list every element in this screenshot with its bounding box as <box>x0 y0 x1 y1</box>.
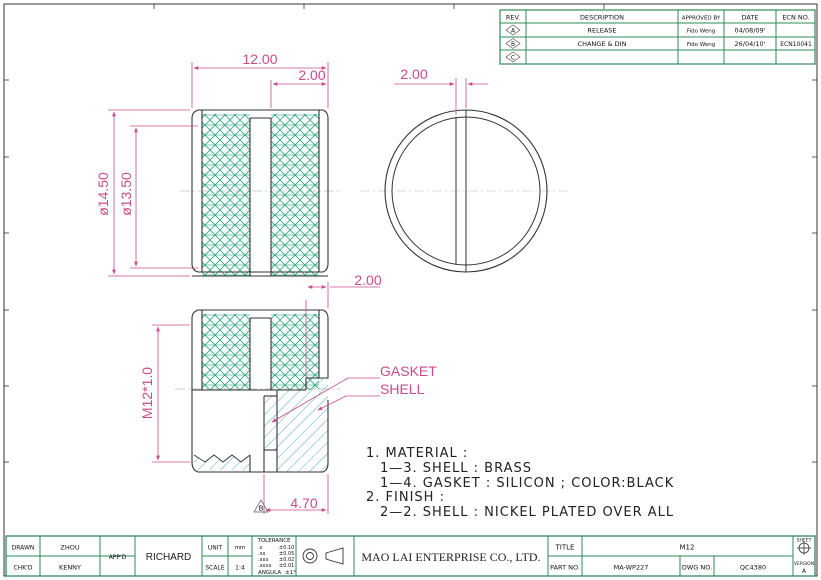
rev-header-ecn: ECN NO. <box>782 14 809 22</box>
front-view <box>180 109 340 277</box>
note-material: 1. MATERIAL : <box>366 446 468 461</box>
scale-value: 1:4 <box>235 565 245 572</box>
title-label: TITLE <box>555 544 575 552</box>
revision-table: REV. DESCRIPTION APPROVED BY DATE ECN NO… <box>499 9 816 65</box>
approved-by: RICHARD <box>146 552 192 563</box>
note-gasket-material: 1—4. GASKET : SILICON ; COLOR:BLACK <box>380 476 674 491</box>
tol-xxxx-precision: .xxxx <box>258 563 271 569</box>
angle-value: ±1° <box>285 570 296 576</box>
company-name: MAO LAI ENTERPRISE CO., LTD. <box>361 550 540 564</box>
approved-label: APP'D <box>109 554 127 561</box>
title-block: DRAWN ZHOU CHK'D KENNY APP'D RICHARD UNI… <box>5 535 816 577</box>
rev-b-ecn: ECN10041 <box>780 41 812 48</box>
section-knurl-left <box>202 314 250 390</box>
note-shell-material: 1—3. SHELL : BRASS <box>380 461 532 476</box>
title-value: M12 <box>680 544 695 552</box>
dim-thread-length: 4.70 <box>290 495 317 511</box>
rev-header-date: DATE <box>742 14 759 22</box>
part-value: MA-WP227 <box>614 564 649 572</box>
shell-section-hatch <box>277 378 328 472</box>
section-rev-label: B <box>259 505 264 513</box>
version-value: A <box>802 568 807 575</box>
thread-hatch <box>194 455 250 470</box>
sheet-crosshair-icon <box>797 541 811 555</box>
section-knurl-right <box>271 314 319 390</box>
rev-b-label: B <box>511 41 515 48</box>
drawn-label: DRAWN <box>12 545 35 552</box>
tol-xx-value: ±0.05 <box>279 551 294 557</box>
dwg-label: DWG NO. <box>682 564 712 572</box>
rev-c-label: C <box>511 55 515 62</box>
knurl-left <box>202 114 250 276</box>
note-finish: 2. FINISH : <box>366 490 445 505</box>
rev-b-description: CHANGE & DIN <box>578 40 627 48</box>
section-rev-marker <box>253 499 269 513</box>
dim-inner-diameter: ø13.50 <box>118 172 134 216</box>
sheet-label: SHEET <box>797 538 812 544</box>
dim-thread: M12*1.0 <box>139 367 155 419</box>
checked-by: KENNY <box>59 564 81 572</box>
rev-header-rev: REV. <box>506 14 520 22</box>
tolerance-label: TOLERANCE <box>256 538 291 544</box>
section-view <box>175 309 340 473</box>
rev-a-marker <box>505 24 521 36</box>
rev-a-label: A <box>511 28 516 35</box>
front-view-dimensions: 12.00 2.00 ø14.50 ø13.50 <box>95 51 329 277</box>
end-view: 2.00 <box>360 66 570 273</box>
callout-gasket: GASKET <box>380 363 437 379</box>
gasket-section-hatch <box>264 396 277 450</box>
dim-overall-length: 12.00 <box>242 51 277 67</box>
rev-a-approved: Fido Weng <box>687 29 715 35</box>
callout-shell: SHELL <box>380 381 425 397</box>
unit-value: mm <box>235 545 246 551</box>
rev-c-marker <box>505 51 521 63</box>
checked-label: CHK'D <box>14 565 33 572</box>
part-label: PART NO. <box>550 564 580 572</box>
scale-label: SCALE <box>205 565 224 572</box>
dim-outer-diameter: ø14.50 <box>95 172 111 216</box>
rev-header-description: DESCRIPTION <box>580 14 624 22</box>
version-label: VERSION <box>794 561 814 567</box>
dim-section-step: 2.00 <box>354 272 381 288</box>
unit-label: UNIT <box>208 545 223 552</box>
drawn-by: ZHOU <box>60 544 79 552</box>
dim-end-view-slot: 2.00 <box>400 66 427 82</box>
tol-xxxx-value: ±0.01 <box>279 563 294 569</box>
note-shell-finish: 2—2. SHELL : NICKEL PLATED OVER ALL <box>380 505 674 520</box>
tol-x-value: ±0.10 <box>279 545 294 551</box>
dwg-value: QC4380 <box>740 564 766 572</box>
rev-b-date: 26/04/10' <box>735 40 766 48</box>
notes: 1. MATERIAL : 1—3. SHELL : BRASS 1—4. GA… <box>366 446 674 520</box>
border-ticks <box>4 4 817 463</box>
dim-groove-width: 2.00 <box>298 67 325 83</box>
rev-b-marker <box>505 38 521 49</box>
rev-a-date: 04/08/09' <box>735 27 766 35</box>
tol-xx-precision: .xx <box>258 551 266 557</box>
tol-xxx-precision: .xxx <box>258 557 269 563</box>
rev-a-description: RELEASE <box>587 27 616 35</box>
tol-xxx-value: ±0.02 <box>279 557 294 563</box>
tol-x-precision: .x <box>258 545 263 551</box>
rev-b-approved: Fido Weng <box>687 42 715 48</box>
angle-label: ANGULA <box>258 570 281 576</box>
knurl-right <box>271 114 319 276</box>
projection-symbol-icon <box>302 547 344 565</box>
rev-header-approved: APPROVED BY <box>682 16 721 22</box>
section-view-dimensions: 2.00 M12*1.0 4.70 B GASKET SHELL <box>139 272 437 514</box>
